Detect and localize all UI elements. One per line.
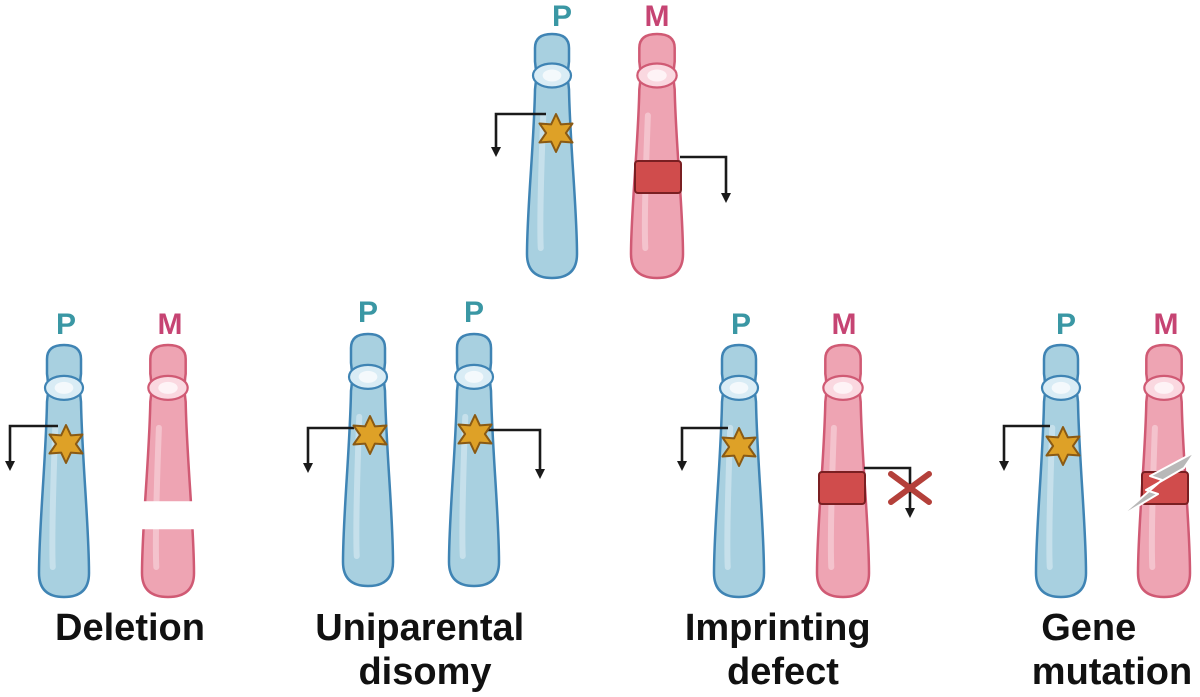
centromere-shine	[1051, 381, 1071, 394]
normal-chromosome-pair: P M	[491, 0, 731, 280]
centromere-shine	[358, 370, 378, 383]
centromere-shine	[158, 381, 178, 394]
paternal-expression-arrow	[491, 112, 546, 157]
centromere-shine	[54, 381, 74, 394]
star-icon	[1045, 426, 1081, 466]
star-icon	[48, 424, 84, 464]
lightning-icon	[1117, 451, 1196, 519]
imprinting-defect-panel: P M Imprinting defect	[677, 308, 932, 693]
star-icon	[352, 415, 388, 455]
paternal-label: P	[56, 308, 76, 341]
mechanism-caption: Deletion	[55, 607, 205, 649]
paternal-label: P	[358, 296, 378, 329]
chromosome-highlight	[827, 424, 837, 570]
chromosome-body	[341, 332, 395, 588]
centromere-shine	[542, 69, 562, 82]
chromosome-body	[712, 343, 766, 599]
centromere-shine	[647, 69, 667, 82]
maternal-chromosome	[629, 32, 685, 280]
chromosome-body	[1034, 343, 1088, 599]
chromosome-highlight	[641, 112, 651, 251]
paternal-expression-arrow	[5, 424, 58, 471]
star-icon	[721, 427, 757, 467]
paternal-chromosome	[525, 32, 579, 280]
paternal-label-duplicate: P	[464, 296, 484, 329]
maternal-label: M	[832, 308, 857, 341]
maternal-chromosome-deleted	[136, 343, 200, 599]
chromosome-body	[447, 332, 501, 588]
chromosome-body	[525, 32, 579, 280]
chromosome-highlight	[152, 424, 162, 570]
uniparental-disomy-panel: P P Uniparental disomy	[303, 296, 545, 693]
chromosome-body	[37, 343, 91, 599]
star-icon	[538, 113, 574, 153]
deleted-region	[136, 501, 200, 530]
paternal-expression-arrow	[677, 426, 728, 471]
maternal-expression-arrow	[680, 155, 731, 203]
chromosome-body	[629, 32, 685, 280]
centromere-shine	[1154, 381, 1174, 394]
centromere-shine	[729, 381, 749, 394]
maternal-label: M	[645, 0, 670, 33]
paternal-expression-arrow	[303, 426, 354, 473]
silenced-gene-box	[634, 160, 682, 194]
chromosome-highlight	[1148, 424, 1158, 570]
maternal-label: M	[1154, 308, 1179, 341]
gene-mutation-panel: P M Gene mutation	[999, 308, 1196, 693]
star-icon	[457, 414, 493, 454]
deletion-panel: P M Deletion	[5, 308, 205, 649]
paternal-expression-arrow	[488, 428, 545, 479]
cross-icon	[888, 471, 932, 505]
maternal-expression-arrow	[864, 466, 915, 518]
maternal-label: M	[158, 308, 183, 341]
chromosome-body	[140, 343, 196, 599]
paternal-chromosome	[1034, 343, 1088, 599]
mechanism-caption: Uniparental disomy	[315, 607, 535, 693]
paternal-chromosome	[341, 332, 395, 588]
mechanism-caption: Imprinting defect	[685, 607, 881, 693]
paternal-chromosome-duplicate	[447, 332, 501, 588]
mechanism-caption: Gene mutation	[1032, 607, 1192, 693]
paternal-chromosome	[37, 343, 91, 599]
silenced-gene-box	[818, 471, 866, 505]
paternal-label: P	[552, 0, 572, 33]
paternal-expression-arrow	[999, 424, 1050, 471]
paternal-label: P	[1056, 308, 1076, 341]
paternal-chromosome	[712, 343, 766, 599]
centromere-shine	[833, 381, 853, 394]
chromosome-highlight	[537, 112, 547, 251]
paternal-label: P	[731, 308, 751, 341]
centromere-shine	[464, 370, 484, 383]
